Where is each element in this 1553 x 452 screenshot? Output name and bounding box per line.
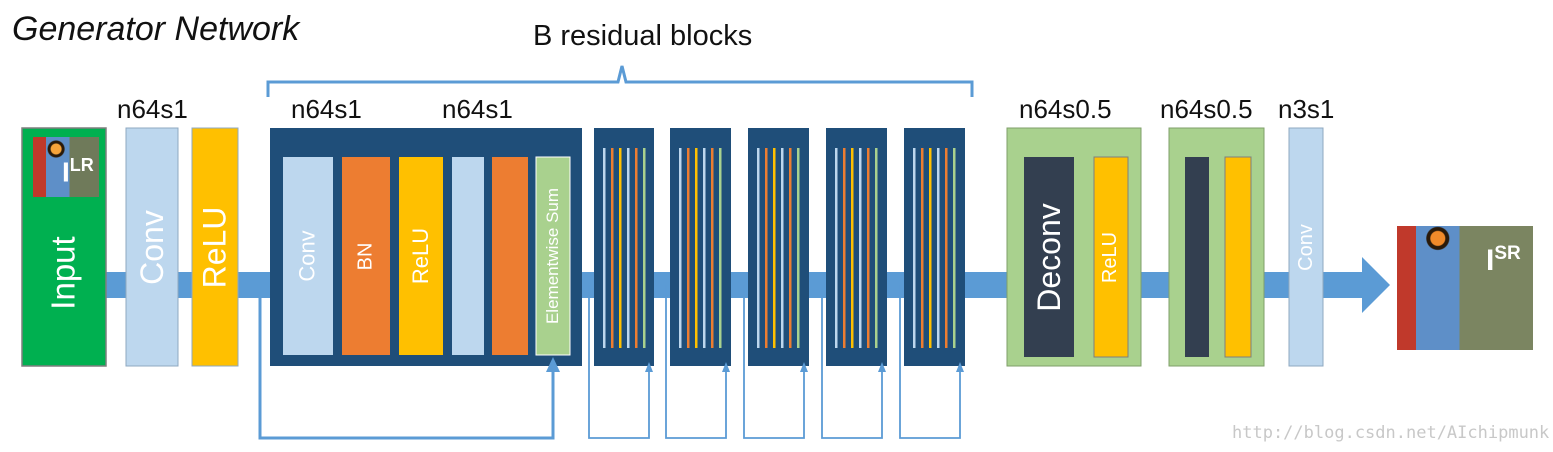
res-relu-label: ReLU: [408, 227, 433, 285]
res-relu-label-box: ReLU: [399, 157, 443, 355]
conv1-label: Conv: [133, 209, 170, 285]
skip-arrowhead-main: [546, 357, 560, 372]
res-conv2-block: [452, 157, 484, 355]
skip-connections-compact: [588, 285, 961, 439]
conv-final-block: [1288, 127, 1324, 367]
elementwise-sum-block: [535, 156, 571, 356]
conv-final-label-box: Conv: [1289, 128, 1323, 366]
diagram-title: Generator Network: [12, 10, 300, 48]
res-conv1-block: [283, 157, 333, 355]
deconv-relu-label: ReLU: [1099, 231, 1122, 283]
input-image-sup: LR: [69, 155, 94, 175]
res-bn-label: BN: [354, 242, 377, 270]
input-image-letter: I: [62, 156, 70, 188]
output-image-label: ISR: [1486, 238, 1521, 277]
deconv2-relu: [1224, 156, 1252, 358]
residual-block-compact-1: [594, 128, 654, 366]
label-deconv2: n64s0.5: [1160, 94, 1253, 124]
residual-block-compact-5: [904, 128, 965, 366]
conv1-label-box: Conv: [126, 128, 178, 366]
res-conv1-label: Conv: [295, 230, 321, 282]
res-bn2-block: [492, 157, 528, 355]
res-conv1-label-box: Conv: [283, 157, 333, 355]
brace-label: B residual blocks: [533, 20, 753, 52]
deconv2-conv: [1185, 157, 1209, 357]
res-bn1-block: [342, 157, 390, 355]
main-arrow-head: [1362, 257, 1390, 313]
input-label: Input: [45, 236, 82, 310]
input-image-label: ILR: [62, 150, 94, 187]
input-lr-image: [33, 137, 99, 197]
conv1-block: [125, 127, 179, 367]
input-label-box: Input: [22, 180, 106, 366]
label-deconv1: n64s0.5: [1019, 94, 1112, 124]
res-bn-label-box: BN: [342, 157, 390, 355]
residual-block-compact-4: [826, 128, 887, 366]
label-conv1: n64s1: [117, 94, 188, 124]
deconv-label: Deconv: [1030, 202, 1067, 312]
elementwise-sum-label: Elementwise Sum: [543, 187, 562, 325]
output-image-sup: SR: [1494, 243, 1521, 264]
relu1-label-box: ReLU: [192, 128, 238, 366]
label-conv-out: n3s1: [1278, 94, 1335, 124]
output-sr-image: [1397, 226, 1533, 350]
deconv-relu-label-box: ReLU: [1094, 157, 1128, 357]
deconv-label-box: Deconv: [1024, 157, 1074, 357]
residual-brace: [266, 65, 974, 97]
output-image-letter: I: [1486, 244, 1495, 277]
watermark: http://blog.csdn.net/AIchipmunk: [1232, 423, 1550, 443]
residual-block-compact-2: [670, 128, 731, 366]
relu1-block: [191, 127, 239, 367]
relu1-label: ReLU: [196, 206, 233, 288]
skip-connection-main: [258, 285, 555, 440]
skip-arrowheads-compact: [645, 362, 964, 372]
label-res-conv1: n64s1: [291, 94, 362, 124]
deconv1-relu: [1093, 156, 1129, 358]
res-relu-block: [399, 157, 443, 355]
elementwise-sum-label-box: Elementwise Sum: [536, 157, 570, 355]
residual-block-compact-3: [748, 128, 809, 366]
conv-final-label: Conv: [1294, 223, 1317, 271]
label-res-conv2: n64s1: [442, 94, 513, 124]
deconv1-conv: [1024, 157, 1074, 357]
